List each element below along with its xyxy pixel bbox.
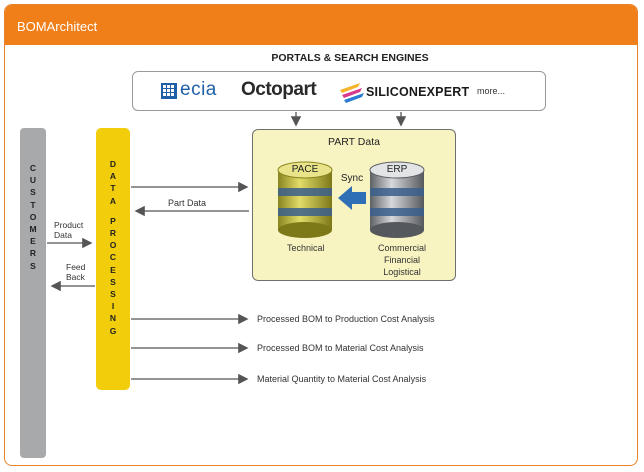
ecia-logo-mark [161, 83, 177, 99]
customers-letter: S [30, 260, 36, 271]
data-processing-letter: G [109, 325, 117, 336]
customers-letter: T [30, 199, 36, 210]
siliconexpert-logo-text: SILICONEXPERT [366, 85, 470, 99]
erp-caption-logistical: Logistical [383, 267, 421, 277]
output-label-material-cost: Processed BOM to Material Cost Analysis [257, 343, 424, 353]
data-processing-letter: D [109, 159, 117, 169]
customers-letter: O [29, 211, 37, 222]
output-arrows [131, 313, 249, 385]
portal-down-arrows [290, 112, 407, 127]
part-data-title: PART Data [328, 136, 380, 148]
data-processing-letter: O [109, 240, 117, 251]
data-processing-letter: E [110, 264, 116, 275]
data-processing-letter: C [109, 252, 117, 263]
data-processing-letter: I [111, 301, 115, 312]
feed-back-label-1: Feed [66, 262, 86, 272]
customers-letter: C [29, 163, 37, 173]
ecia-logo-text: ecia [180, 79, 217, 100]
data-processing-letter: T [110, 183, 116, 194]
pace-label: PACE [292, 164, 319, 175]
customers-letter: R [29, 248, 37, 259]
siliconexpert-logo: SILICONEXPERT [338, 80, 470, 104]
portals-heading: PORTALS & SEARCH ENGINES [271, 52, 429, 64]
erp-database-icon [369, 161, 425, 238]
portals-box: ecia Octopart SILICONEXPERT more... [132, 71, 546, 111]
customers-letter: S [30, 187, 36, 198]
output-label-material-quantity: Material Quantity to Material Cost Analy… [257, 374, 427, 384]
product-data-label-2: Data [54, 230, 72, 240]
data-processing-letter: P [110, 215, 116, 226]
product-data-label-1: Product [54, 220, 84, 230]
customers-letter: M [29, 224, 37, 235]
sync-label: Sync [341, 173, 363, 184]
pace-database-icon [277, 161, 333, 238]
sync-arrow [338, 186, 366, 210]
data-processing-letter: A [109, 195, 117, 206]
pace-caption: Technical [287, 243, 325, 253]
erp-caption-financial: Financial [383, 255, 421, 265]
data-processing-letter: R [109, 228, 117, 239]
more-link[interactable]: more... [477, 86, 506, 96]
siliconexpert-logo-mark [340, 83, 364, 103]
data-processing-letter: N [109, 313, 117, 324]
customers-letter: E [30, 236, 36, 247]
app-title: BOMArchitect [17, 19, 98, 34]
customers-letter: U [29, 175, 37, 186]
feed-back-label-2: Back [66, 272, 86, 282]
erp-caption-commercial: Commercial [377, 243, 426, 253]
data-processing-letter: S [110, 276, 116, 287]
data-processing-letter: A [109, 171, 117, 182]
octopart-logo: Octopart [241, 79, 317, 100]
ecia-logo: ecia [161, 79, 223, 101]
customer-flow-arrows [47, 237, 95, 292]
part-data-flow-label: Part Data [168, 198, 206, 208]
erp-label: ERP [387, 164, 408, 175]
part-data-arrows [131, 181, 249, 217]
output-label-production-cost: Processed BOM to Production Cost Analysi… [257, 314, 435, 324]
title-bar: BOMArchitect [5, 5, 637, 45]
data-processing-letter: S [110, 289, 116, 300]
